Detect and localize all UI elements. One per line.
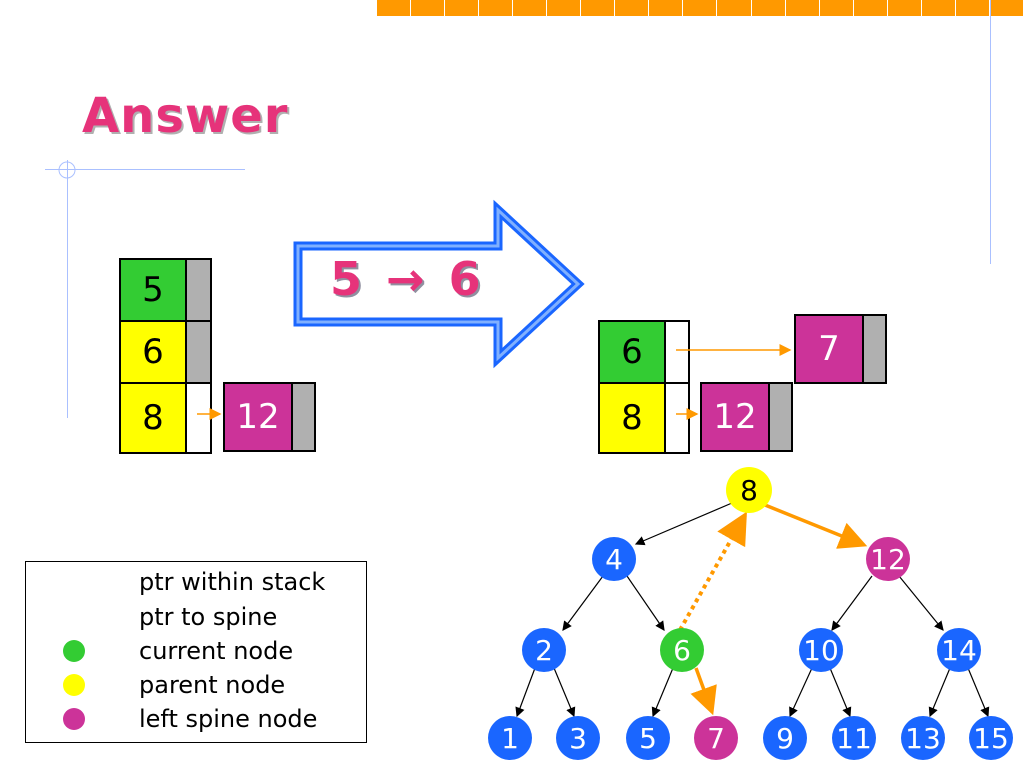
legend-label: parent node [139,671,286,699]
tree-node: 13 [901,716,945,760]
right-stack-cell: 8 [598,382,666,454]
tree-edges [515,502,990,718]
right-spine-ptr-slot [768,382,793,452]
tree-node: 1 [488,716,532,760]
right-spine-node-box: 12 [700,382,770,452]
tree-node-parent: 8 [726,467,772,513]
left-vertical-rule [67,160,68,418]
left-spine-ptr-slot [291,382,316,452]
top-accent-strip [377,0,1024,16]
right-spine-node-box: 7 [794,314,864,384]
tree-node: 11 [832,716,876,760]
transition-arrow-icon [293,199,585,369]
tree-ptr-to-spine-root [764,503,868,549]
legend-label: left spine node [139,705,318,733]
tree-node: 4 [592,537,636,581]
crosshair-ornament-icon [58,161,76,179]
tree-ptr-to-spine-six [690,667,717,716]
left-stack-ptr-slot [185,382,212,454]
legend-label: ptr to spine [139,603,278,631]
tree-node: 2 [522,628,566,672]
tree-node-left-spine: 7 [694,716,738,760]
left-stack-cell: 6 [119,320,187,384]
magenta-dot-icon [63,708,85,730]
tree-node: 5 [626,716,670,760]
tree-node: 9 [763,716,807,760]
tree-node: 14 [937,628,981,672]
green-dot-icon [63,640,85,662]
page-title: Answer [82,88,289,144]
legend-label: current node [139,637,294,665]
title-underline-rule [45,169,245,170]
right-vertical-rule [990,0,991,264]
left-stack-cell: 8 [119,382,187,454]
tree-ptr-within-stack [678,511,747,631]
transition-label: 5 → 6 [330,252,481,306]
legend-label: ptr within stack [139,568,326,596]
tree-node-left-spine: 12 [866,537,910,581]
left-stack-ptr-slot [185,320,212,384]
tree-node: 15 [969,716,1013,760]
right-spine-ptr-slot [862,314,887,384]
tree-node-current: 6 [660,628,704,672]
right-stack-ptr-slot [664,320,690,384]
tree-node: 3 [556,716,600,760]
yellow-dot-icon [63,674,85,696]
left-stack-ptr-slot [185,258,212,322]
legend-box: ptr within stack ptr to spine current no… [25,561,367,743]
tree-node: 10 [799,628,843,672]
